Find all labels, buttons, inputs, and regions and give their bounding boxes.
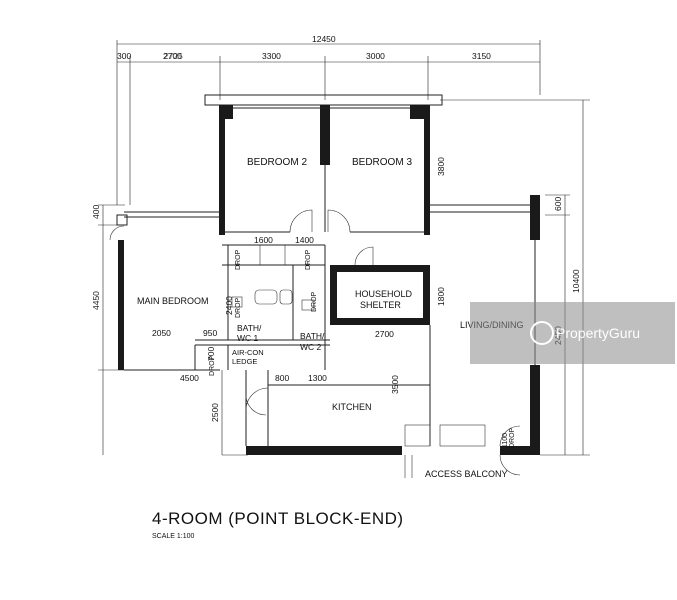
dim-4500: 4500 <box>180 373 199 383</box>
watermark-text: PropertyGuru <box>556 325 640 341</box>
dim-950: 950 <box>203 328 217 338</box>
dim-2500: 2500 <box>210 403 220 422</box>
dim-1100: 1100 <box>502 433 509 448</box>
drop-label-2: DROP <box>305 249 312 270</box>
dim-2700: 2700 <box>163 51 182 61</box>
inner-dimensions: 3800 1600 1400 2400 2050 950 700 4500 80… <box>152 157 509 448</box>
left-dimensions: 400 4450 2500 <box>91 205 248 456</box>
plan-title: 4-ROOM (POINT BLOCK-END) <box>152 509 404 528</box>
drop-label-1: DROP <box>235 249 242 270</box>
bath-wc1-label-1: BATH/ <box>237 323 262 333</box>
drop-labels: DROP DROP DROP DROP DROP DROP <box>209 249 516 448</box>
dim-2050: 2050 <box>152 328 171 338</box>
doors <box>109 209 521 476</box>
kitchen-label: KITCHEN <box>332 402 372 412</box>
aircon-ledge-label-2: LEDGE <box>232 357 257 366</box>
aircon-ledge-label-1: AIR-CON <box>232 348 264 357</box>
top-dimensions: 12450 300 2700 2725 3300 3000 3150 <box>116 34 541 205</box>
bath-wc2-label-2: WC 2 <box>300 342 322 352</box>
bedroom-2-label: BEDROOM 2 <box>247 157 307 168</box>
dim-2700-inner: 2700 <box>375 329 394 339</box>
drop-label-3: DROP <box>235 297 242 318</box>
drop-label-6: DROP <box>509 427 516 448</box>
dim-1300: 1300 <box>308 373 327 383</box>
dim-3500: 3500 <box>390 375 400 394</box>
dim-400: 400 <box>91 205 101 219</box>
bedroom-3-label: BEDROOM 3 <box>352 157 412 168</box>
household-shelter-label-1: HOUSEHOLD <box>355 289 413 299</box>
drop-label-5: DROP <box>209 355 216 376</box>
walls <box>116 94 540 455</box>
overall-width-label: 12450 <box>312 34 336 44</box>
dim-800: 800 <box>275 373 289 383</box>
dim-1600: 1600 <box>254 235 273 245</box>
dim-3300: 3300 <box>262 51 281 61</box>
dim-4450: 4450 <box>91 291 101 310</box>
dim-2725: 2725 <box>164 51 183 61</box>
dim-700: 700 <box>206 347 216 361</box>
dim-1400: 1400 <box>295 235 314 245</box>
right-dimensions: 600 10400 2450 <box>440 99 590 456</box>
dim-2400: 2400 <box>224 296 234 315</box>
fixtures <box>231 245 486 478</box>
access-balcony-label: ACCESS BALCONY <box>425 469 508 479</box>
dim-1800: 1800 <box>436 287 446 306</box>
plan-scale: SCALE 1:100 <box>152 533 195 540</box>
dim-600: 600 <box>553 197 563 211</box>
dim-300: 300 <box>117 51 131 61</box>
main-bedroom-label: MAIN BEDROOM <box>137 296 209 306</box>
watermark: PropertyGuru <box>470 302 675 364</box>
dim-10400: 10400 <box>571 269 581 293</box>
dim-3800: 3800 <box>436 157 446 176</box>
propertyguru-logo-icon <box>530 321 554 345</box>
bath-wc1-label-2: WC 1 <box>237 333 259 343</box>
household-shelter-label-2: SHELTER <box>360 300 401 310</box>
dim-3000: 3000 <box>366 51 385 61</box>
drop-label-4: DROP <box>311 291 318 312</box>
dim-3150: 3150 <box>472 51 491 61</box>
bath-wc2-label-1: BATH/ <box>300 331 325 341</box>
